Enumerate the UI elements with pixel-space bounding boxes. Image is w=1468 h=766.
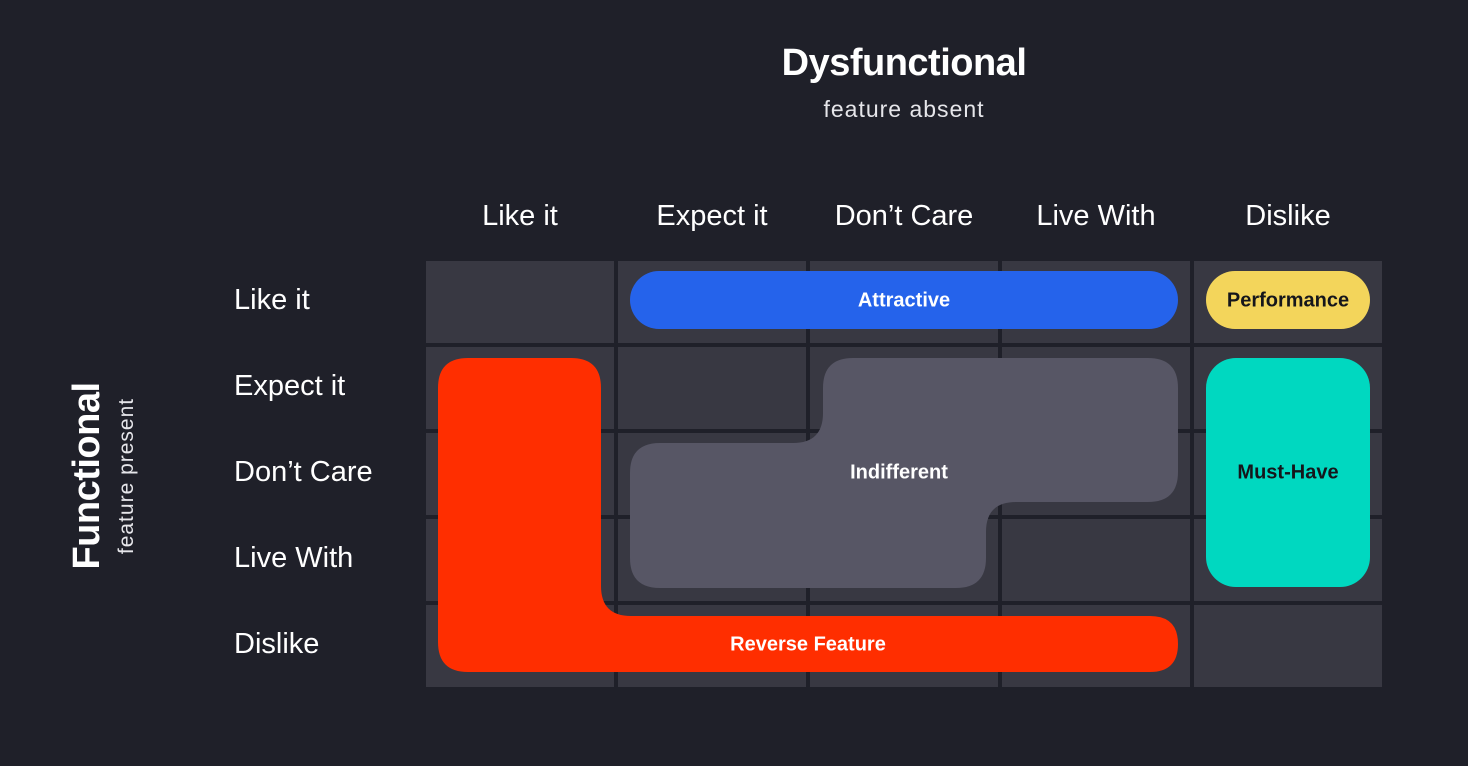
grid-cell (618, 347, 806, 429)
reverse-feature-label: Reverse Feature (730, 633, 886, 656)
reverse-feature-region (438, 358, 1178, 672)
grid-cell (1194, 605, 1382, 687)
grid-cell (1002, 519, 1190, 601)
column-header-like-it: Like it (482, 200, 558, 232)
column-header-dislike: Dislike (1245, 200, 1331, 232)
column-header-expect-it: Expect it (656, 200, 768, 232)
row-header-dislike: Dislike (234, 628, 320, 660)
column-header-live-with: Live With (1036, 200, 1156, 232)
must-have-label: Must-Have (1237, 461, 1339, 484)
performance-label: Performance (1226, 289, 1350, 312)
indifferent-region (630, 358, 1178, 588)
row-header-like-it: Like it (234, 284, 310, 316)
musthave-region (1206, 358, 1370, 587)
grid-cell (426, 261, 614, 343)
attractive-region (630, 271, 1178, 329)
row-header-dont-care: Don’t Care (234, 456, 373, 488)
row-header-expect-it: Expect it (234, 370, 346, 402)
column-header-dont-care: Don’t Care (834, 200, 974, 232)
attractive-label: Attractive (857, 289, 951, 312)
performance-region (1206, 271, 1370, 329)
indifferent-label: Indifferent (850, 461, 948, 484)
dysfunctional-subtitle: feature absent (823, 96, 985, 122)
row-header-live-with: Live With (234, 542, 354, 574)
dysfunctional-title: Dysfunctional (781, 42, 1027, 84)
